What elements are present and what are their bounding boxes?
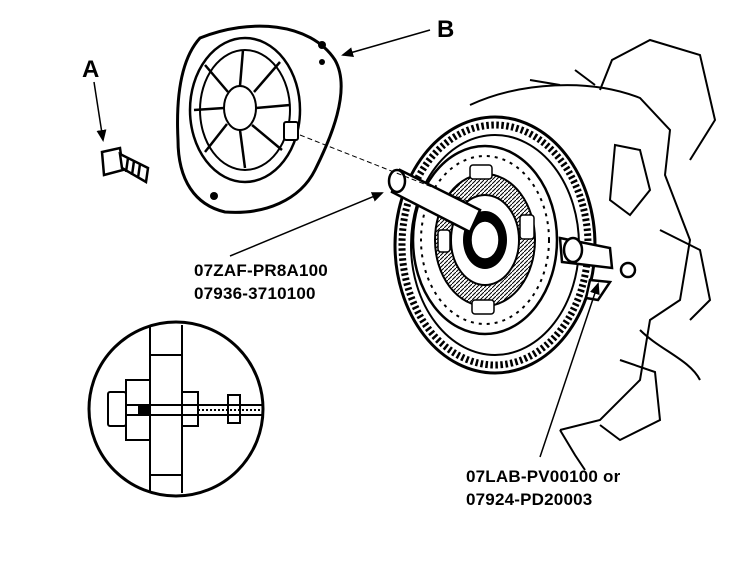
- callout-a: A: [82, 56, 100, 83]
- alignment-tool: [387, 168, 482, 234]
- pressure-plate-bolt: [100, 146, 150, 185]
- arrow-alignment-tool: [229, 192, 384, 257]
- detail-view: [87, 320, 265, 498]
- arrow-b: [341, 29, 431, 58]
- holder-part-number-1: 07LAB-PV00100 or: [466, 467, 621, 486]
- alignment-tool-part-number-2: 07936-3710100: [194, 284, 316, 303]
- holder-part-number-2: 07924-PD20003: [466, 490, 593, 509]
- callout-arrows: [93, 29, 600, 458]
- clutch-disc: [411, 144, 559, 336]
- alignment-tool-part-number-1: 07ZAF-PR8A100: [194, 261, 328, 280]
- callout-b: B: [437, 16, 455, 43]
- arrow-holder: [539, 282, 600, 458]
- pressure-plate: [176, 24, 343, 214]
- alignment-line: [299, 134, 471, 203]
- arrow-a: [93, 81, 107, 142]
- engine-block: [469, 38, 717, 471]
